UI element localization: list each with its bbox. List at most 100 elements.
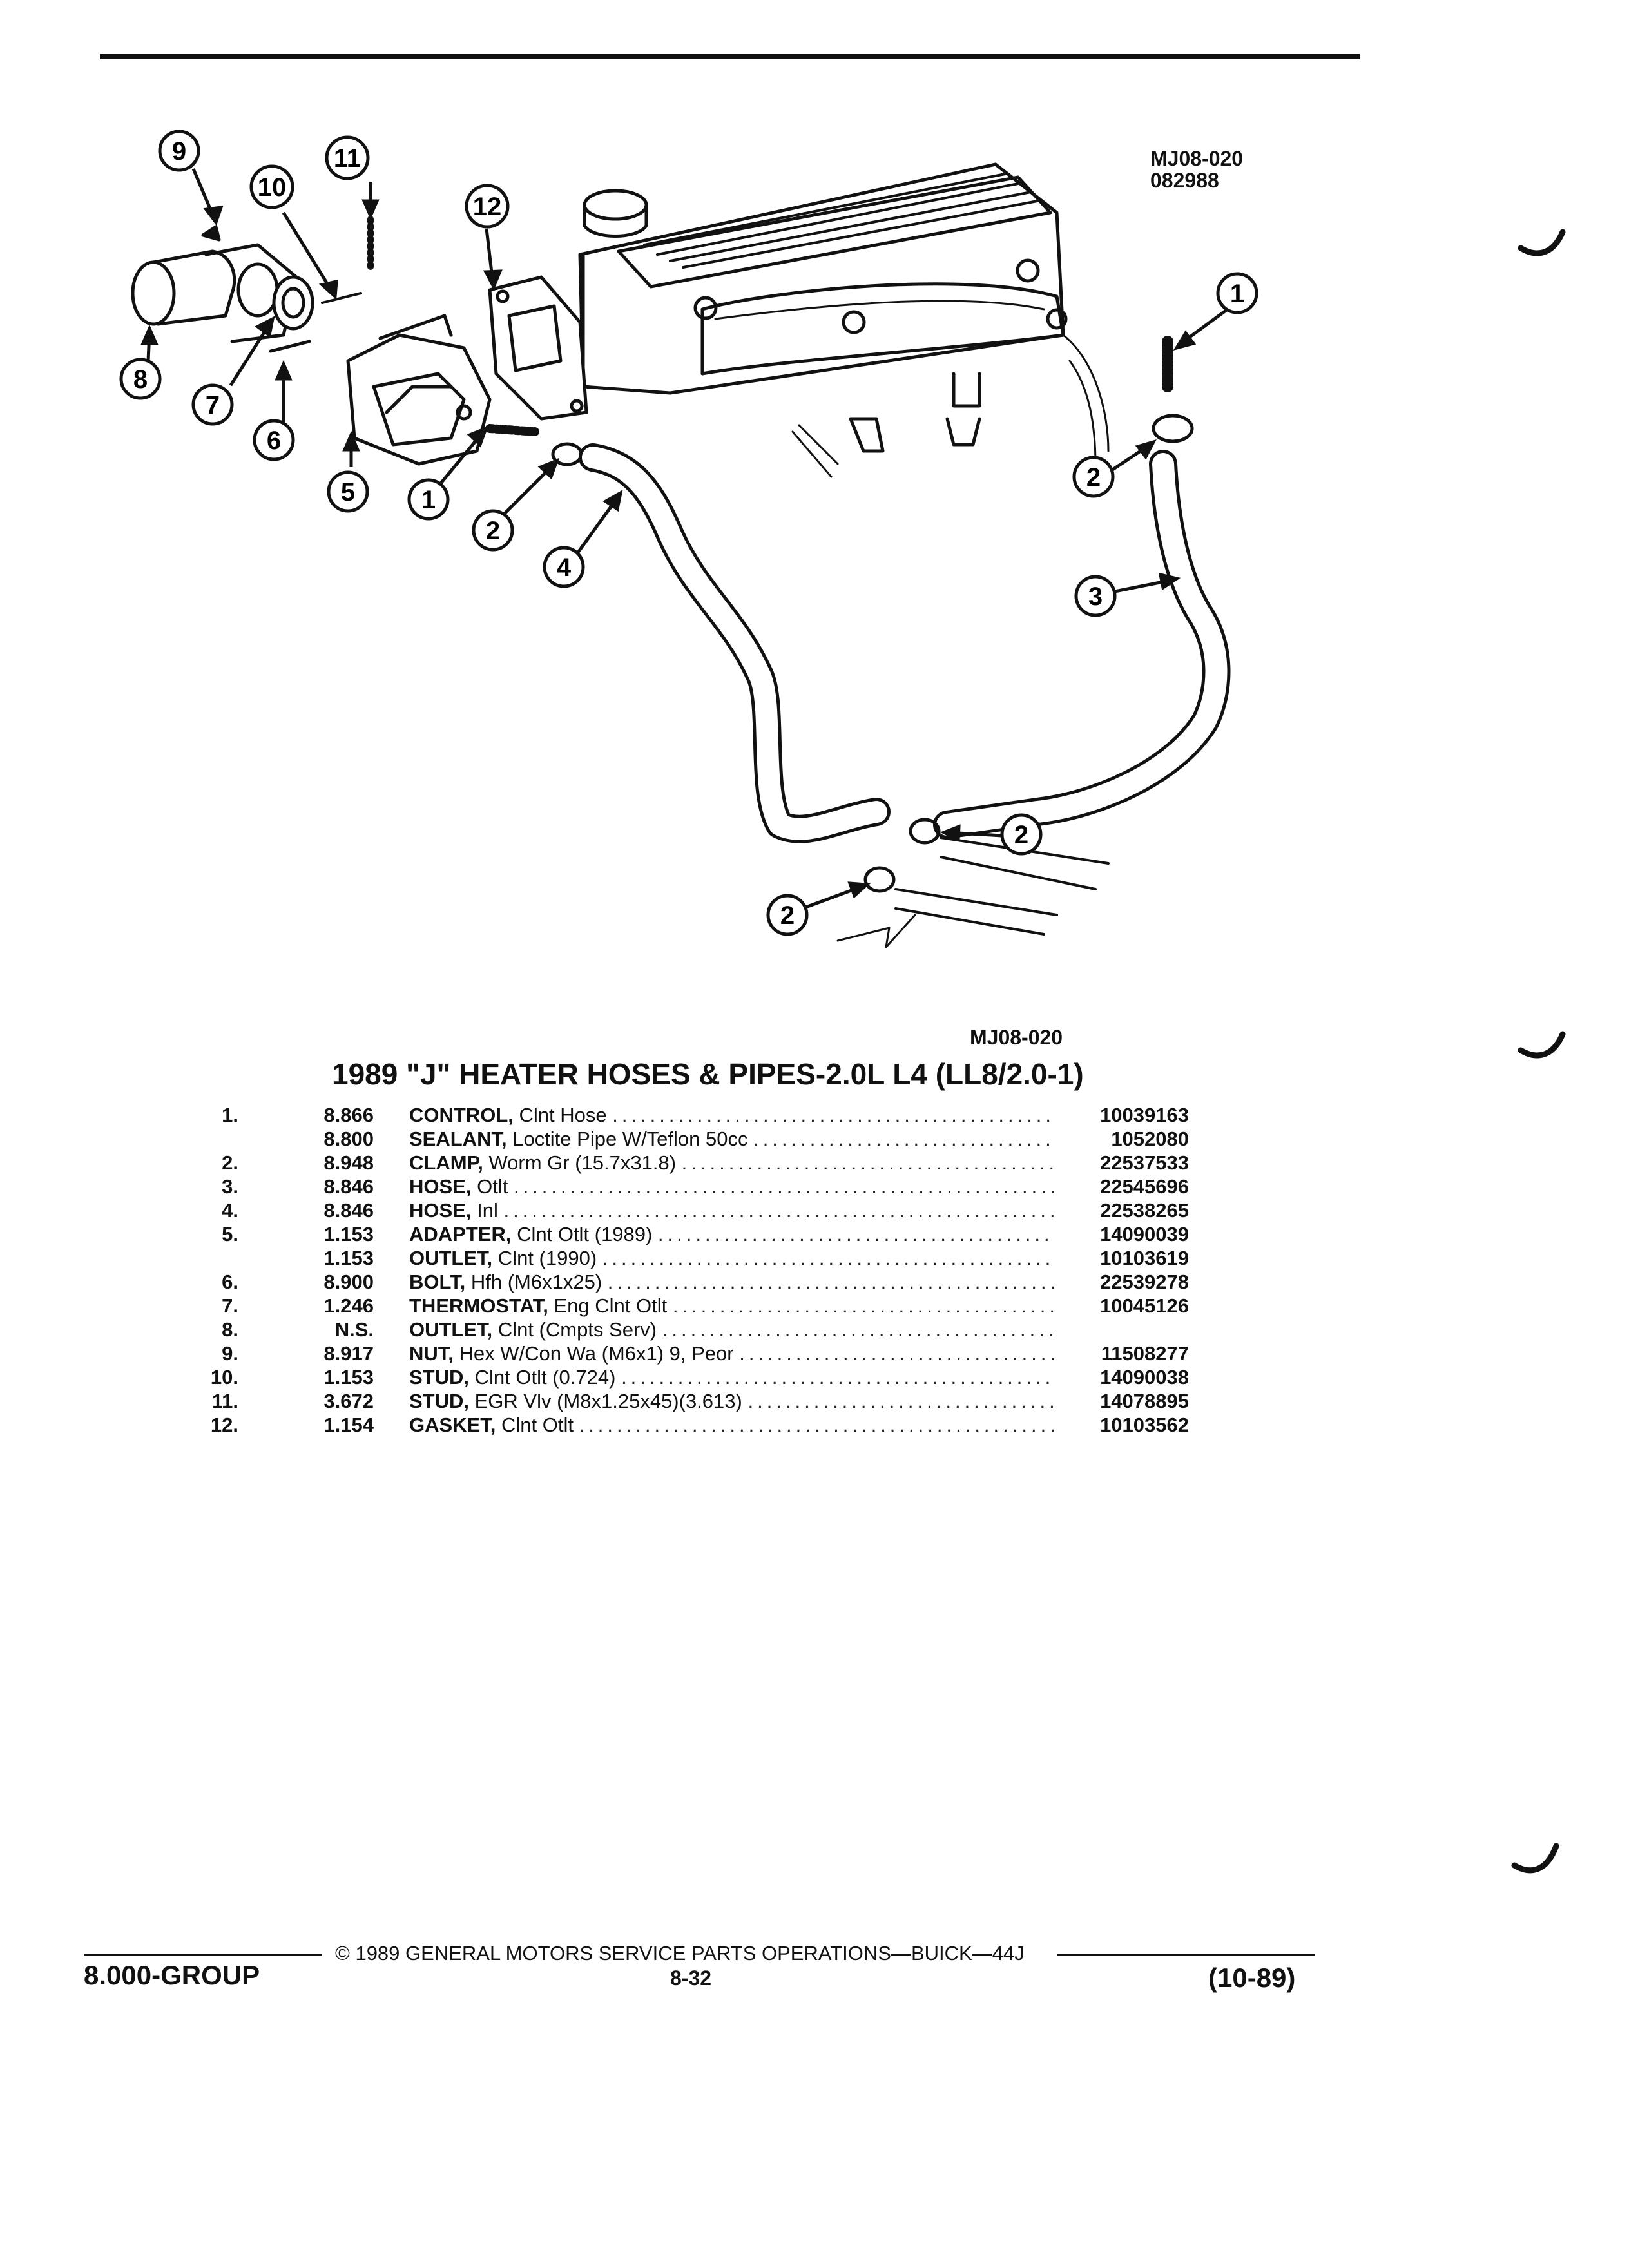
item-number: 5. [222, 1223, 238, 1245]
item-number: 12. [210, 1414, 238, 1436]
part-detail: EGR Vlv (M8x1.25x45)(3.613) [474, 1390, 742, 1412]
parts-row: 1.153 OUTLET, Clnt (1990) ...............… [0, 1246, 1629, 1270]
item-number: 4. [222, 1199, 238, 1222]
part-detail: Clnt Otlt [501, 1414, 574, 1436]
part-number: 1052080 [1111, 1128, 1189, 1150]
part-name: STUD, [409, 1366, 469, 1389]
leader-dots: ........................................… [513, 1175, 1054, 1198]
group-number: 8.900 [323, 1271, 374, 1293]
item-number: 2. [222, 1151, 238, 1174]
footer-page-number: 8-32 [670, 1966, 712, 1990]
footer-rule-right [1057, 1954, 1315, 1956]
part-name: THERMOSTAT, [409, 1294, 548, 1317]
group-number: 8.866 [323, 1104, 374, 1126]
part-detail: Loctite Pipe W/Teflon 50cc [512, 1128, 748, 1150]
group-number: 8.846 [323, 1175, 374, 1198]
part-description: STUD, EGR Vlv (M8x1.25x45)(3.613) ......… [409, 1389, 1054, 1413]
parts-row: 5. 1.153 ADAPTER, Clnt Otlt (1989) .......… [0, 1222, 1629, 1246]
footer-copyright: © 1989 GENERAL MOTORS SERVICE PARTS OPER… [335, 1942, 1025, 1965]
part-description: OUTLET, Clnt (Cmpts Serv) ..............… [409, 1318, 1054, 1341]
part-detail: Worm Gr (15.7x31.8) [488, 1151, 677, 1174]
group-number: 1.153 [323, 1366, 374, 1389]
figure-code-top: MJ08-020 [1150, 147, 1244, 170]
group-number: 1.246 [323, 1294, 374, 1317]
part-number: 22545696 [1100, 1175, 1189, 1198]
callout-12: 12 [465, 184, 510, 229]
part-detail: Hex W/Con Wa (M6x1) 9, Peor [459, 1342, 734, 1365]
part-name: STUD, [409, 1390, 469, 1412]
part-name: OUTLET, [409, 1318, 493, 1341]
part-detail: Hfh (M6x1x25) [470, 1271, 602, 1293]
callout-9: 9 [158, 130, 200, 172]
part-number: 10039163 [1100, 1104, 1189, 1126]
callout-4: 4 [543, 546, 585, 588]
part-detail: Clnt Hose [519, 1104, 607, 1126]
item-number: 10. [210, 1366, 238, 1389]
part-name: CLAMP, [409, 1151, 483, 1174]
callout-8: 8 [119, 358, 162, 400]
part-description: HOSE, Inl ..............................… [409, 1198, 1054, 1222]
callout-7: 7 [191, 383, 234, 426]
callout-2-lower-left-label: 2 [780, 901, 795, 930]
bolt [269, 340, 311, 353]
callouts: 9 10 11 12 8 7 6 5 1 2 4 1 2 3 2 2 [119, 130, 1258, 936]
callout-1-left: 1 [407, 478, 450, 521]
part-name: OUTLET, [409, 1247, 493, 1269]
part-detail: Otlt [477, 1175, 508, 1198]
check-mark-icon [1518, 229, 1566, 256]
callout-1-right-label: 1 [1230, 280, 1244, 308]
group-number: 1.153 [323, 1247, 374, 1269]
part-number: 11508277 [1101, 1342, 1189, 1365]
callout-2-left: 2 [472, 509, 514, 552]
leader-dots: ........................................… [681, 1151, 1054, 1174]
part-number: 22538265 [1100, 1199, 1189, 1222]
part-detail: Clnt (1990) [497, 1247, 597, 1269]
engine-cam-cover [578, 162, 1110, 478]
part-description: CLAMP, Worm Gr (15.7x31.8) .............… [409, 1151, 1054, 1175]
leader-dots: ........................................… [662, 1318, 1054, 1341]
part-number: 14090038 [1100, 1366, 1189, 1389]
callout-2-lower-left: 2 [766, 894, 809, 936]
leader-dots: ........................................… [753, 1128, 1054, 1150]
leader-dots: ........................................… [503, 1199, 1054, 1222]
callout-1-left-label: 1 [421, 486, 436, 514]
gasket [488, 275, 588, 421]
callout-8-label: 8 [133, 365, 148, 394]
part-name: SEALANT, [409, 1128, 507, 1150]
leader-dots: ........................................… [602, 1247, 1054, 1269]
figure-date-code: 082988 [1150, 169, 1219, 192]
part-description: BOLT, Hfh (M6x1x25) ....................… [409, 1270, 1054, 1294]
part-number: 10103619 [1100, 1247, 1189, 1269]
item-number: 1. [222, 1104, 238, 1126]
part-name: HOSE, [409, 1199, 472, 1222]
callout-9-label: 9 [172, 137, 186, 166]
part-name: GASKET, [409, 1414, 496, 1436]
callout-2-right-label: 2 [1086, 463, 1101, 492]
item-number: 11. [211, 1390, 238, 1412]
part-detail: Clnt (Cmpts Serv) [497, 1318, 657, 1341]
callout-7-label: 7 [206, 391, 220, 419]
part-name: CONTROL, [409, 1104, 514, 1126]
group-number: 1.153 [323, 1223, 374, 1245]
item-number: 9. [222, 1342, 238, 1365]
callout-1-right: 1 [1216, 272, 1258, 314]
part-description: ADAPTER, Clnt Otlt (1989) ..............… [409, 1222, 1054, 1246]
callout-11-label: 11 [334, 144, 361, 173]
leader-dots: ........................................… [612, 1104, 1054, 1126]
callout-2-lower-right: 2 [1000, 813, 1043, 856]
group-number: 8.917 [323, 1342, 374, 1365]
part-number: 22539278 [1100, 1271, 1189, 1293]
parts-row: 8.N.S.OUTLET, Clnt (Cmpts Serv) ........… [0, 1318, 1629, 1341]
coolant-adapter [346, 314, 492, 466]
part-detail: Clnt Otlt (0.724) [474, 1366, 616, 1389]
part-name: BOLT, [409, 1271, 466, 1293]
callout-10-label: 10 [258, 173, 287, 202]
part-description: HOSE, Otlt .............................… [409, 1175, 1054, 1198]
